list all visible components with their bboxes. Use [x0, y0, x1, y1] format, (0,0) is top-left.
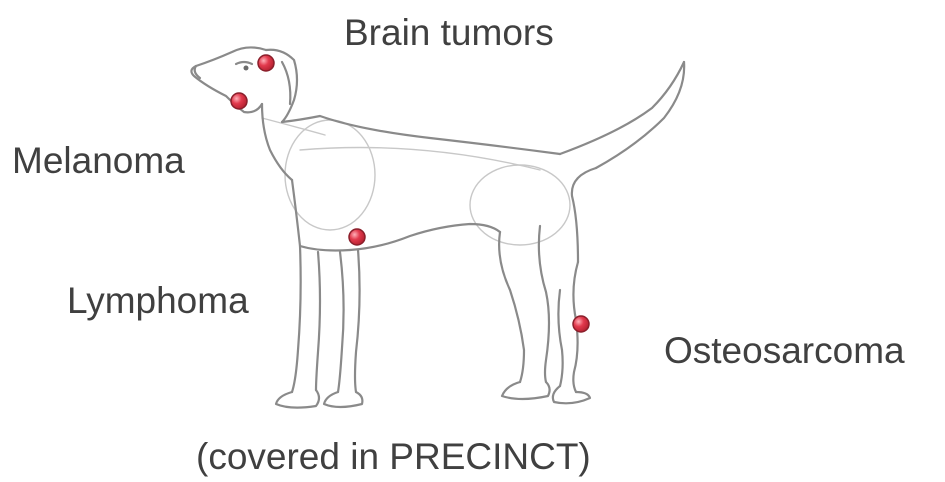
- osteosarcoma-marker: [573, 316, 589, 332]
- dog-body-outline: [262, 62, 684, 262]
- dog-head: [191, 47, 297, 122]
- tumor-markers: [231, 55, 589, 332]
- melanoma-marker: [231, 93, 247, 109]
- brain-tumor-marker: [258, 55, 274, 71]
- osteosarcoma-label: Osteosarcoma: [664, 332, 905, 369]
- brain-tumors-label: Brain tumors: [344, 14, 554, 51]
- lymphoma-label: Lymphoma: [67, 282, 249, 319]
- dog-front-legs: [276, 246, 362, 408]
- precinct-caption: (covered in PRECINCT): [196, 438, 591, 475]
- melanoma-label: Melanoma: [12, 142, 185, 179]
- lymphoma-marker: [349, 229, 365, 245]
- dog-eye: [244, 66, 249, 71]
- dog-hind-legs: [499, 226, 590, 403]
